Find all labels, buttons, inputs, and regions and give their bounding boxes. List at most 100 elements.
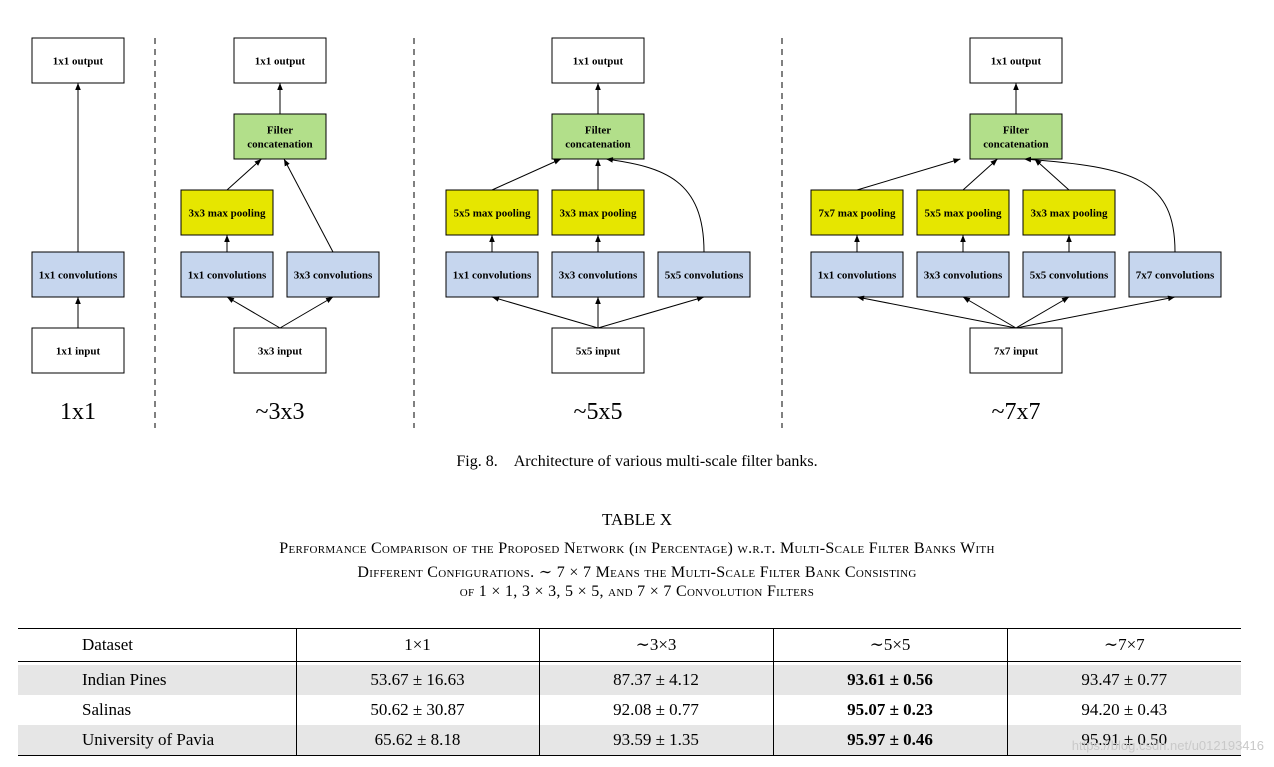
output-box: 1x1 output [31, 37, 125, 84]
figure-caption-prefix: Fig. 8. [456, 453, 498, 470]
max-pooling-box-label: 3x3 max pooling [1030, 208, 1108, 220]
table-double-rule [18, 661, 1241, 665]
max-pooling-box: 3x3 max pooling [1022, 189, 1116, 236]
max-pooling-box: 5x5 max pooling [916, 189, 1010, 236]
convolution-box: 1x1 convolutions [180, 251, 274, 298]
table-row: University of Pavia 65.62 ± 8.18 93.59 ±… [18, 725, 1241, 756]
convolution-box: 7x7 convolutions [1128, 251, 1222, 298]
convolution-box-label: 3x3 convolutions [924, 270, 1003, 282]
max-pooling-box: 7x7 max pooling [810, 189, 904, 236]
input-box: 5x5 input [551, 327, 645, 374]
max-pooling-box-label: 3x3 max pooling [188, 208, 266, 220]
filter-concatenation-box: Filter concatenation [233, 113, 327, 160]
flow-arrow [962, 158, 998, 191]
max-pooling-box-label: 3x3 max pooling [559, 208, 637, 220]
convolution-box: 5x5 convolutions [1022, 251, 1116, 298]
watermark: https://blog.csdn.net/u012193416 [1071, 738, 1264, 753]
cell-value-best: 95.97 ± 0.46 [772, 725, 1007, 756]
convolution-box: 3x3 convolutions [551, 251, 645, 298]
convolution-box: 3x3 convolutions [286, 251, 380, 298]
convolution-box-label: 1x1 convolutions [453, 270, 532, 282]
convolution-box-label: 1x1 convolutions [818, 270, 897, 282]
header-7x7: ∼7×7 [1006, 628, 1241, 662]
input-box-label: 3x3 input [258, 346, 303, 358]
cell-value: 65.62 ± 8.18 [295, 725, 539, 756]
max-pooling-box-label: 5x5 max pooling [453, 208, 531, 220]
cell-dataset: Salinas [82, 700, 132, 719]
output-box-label: 1x1 output [53, 56, 104, 68]
max-pooling-box: 3x3 max pooling [180, 189, 274, 236]
cell-dataset: Indian Pines [18, 665, 296, 695]
table-subtitle-line-2: Different Configurations. ∼ 7 × 7 Means … [357, 564, 917, 581]
flow-arrow [1015, 295, 1176, 329]
cell-value: 95.91 ± 0.50 [1006, 725, 1241, 756]
flow-arrow [226, 158, 262, 191]
filter-concatenation-box-label: Filter [585, 125, 611, 137]
flow-arrow [605, 157, 705, 253]
scale-label: ~7x7 [992, 399, 1041, 425]
results-table: Dataset 1×1 ∼3×3 ∼5×5 ∼7×7 Indian Pines … [18, 628, 1241, 756]
filter-concatenation-box-label: Filter [267, 125, 293, 137]
table-subtitle-line-3: of 1 × 1, 3 × 3, 5 × 5, and 7 × 7 Convol… [459, 583, 815, 600]
max-pooling-box: 3x3 max pooling [551, 189, 645, 236]
scale-label: ~3x3 [256, 399, 305, 425]
convolution-box: 3x3 convolutions [916, 251, 1010, 298]
cell-value: 94.20 ± 0.43 [1006, 695, 1241, 725]
header-3x3: ∼3×3 [538, 628, 773, 662]
output-box-label: 1x1 output [573, 56, 624, 68]
cell-value: 50.62 ± 30.87 [295, 695, 539, 725]
filter-concatenation-box-label: concatenation [247, 139, 312, 151]
flow-arrow [1023, 156, 1176, 253]
convolution-box-label: 5x5 convolutions [665, 270, 744, 282]
input-box: 3x3 input [233, 327, 327, 374]
flow-arrow [1034, 158, 1070, 191]
max-pooling-box: 5x5 max pooling [445, 189, 539, 236]
cell-value: 87.37 ± 4.12 [538, 665, 773, 695]
flow-arrow [1015, 296, 1070, 329]
output-box: 1x1 output [969, 37, 1063, 84]
cell-value: 92.08 ± 0.77 [538, 695, 773, 725]
convolution-box: 1x1 convolutions [31, 251, 125, 298]
flow-arrow [597, 296, 705, 329]
convolution-box-label: 7x7 convolutions [1136, 270, 1215, 282]
output-box: 1x1 output [551, 37, 645, 84]
figure-caption: Fig. 8.Architecture of various multi-sca… [0, 453, 1274, 471]
table-header-row: Dataset 1×1 ∼3×3 ∼5×5 ∼7×7 [18, 628, 1241, 662]
flow-arrow [491, 296, 599, 329]
convolution-box: 5x5 convolutions [657, 251, 751, 298]
convolution-box-label: 3x3 convolutions [294, 270, 373, 282]
flow-arrow [283, 158, 334, 253]
header-1x1: 1×1 [295, 628, 539, 662]
scale-label: 1x1 [60, 399, 96, 425]
convolution-box: 1x1 convolutions [810, 251, 904, 298]
input-box-label: 7x7 input [994, 346, 1039, 358]
panel-dividers [154, 38, 783, 428]
max-pooling-box-label: 7x7 max pooling [818, 208, 896, 220]
cell-dataset: University of Pavia [18, 725, 296, 756]
table-subtitle-line-1: Performance Comparison of the Proposed N… [279, 540, 995, 557]
input-box-label: 5x5 input [576, 346, 621, 358]
filter-bank-panel: 1x1 output 1x1 input 1x1 convolutions 1x1 [31, 37, 125, 425]
scale-label: ~5x5 [574, 399, 623, 425]
convolution-box-label: 5x5 convolutions [1030, 270, 1109, 282]
input-box-label: 1x1 input [56, 346, 101, 358]
cell-value-best: 93.61 ± 0.56 [772, 665, 1007, 695]
input-box: 7x7 input [969, 327, 1063, 374]
flow-arrow [279, 296, 334, 329]
input-box: 1x1 input [31, 327, 125, 374]
output-box: 1x1 output [233, 37, 327, 84]
table-title: TABLE X [602, 510, 672, 529]
header-5x5: ∼5×5 [772, 628, 1007, 662]
table-row: Indian Pines 53.67 ± 16.63 87.37 ± 4.12 … [18, 665, 1241, 695]
cell-value: 93.59 ± 1.35 [538, 725, 773, 756]
filter-bank-panel: 1x1 output 3x3 input 1x1 convolutions 3x3 c… [180, 37, 380, 425]
filter-concatenation-box-label: concatenation [983, 139, 1048, 151]
table-row: Salinas 50.62 ± 30.87 92.08 ± 0.77 95.07… [18, 695, 1241, 725]
output-box-label: 1x1 output [255, 56, 306, 68]
flow-arrow [856, 295, 1017, 329]
convolution-box-label: 1x1 convolutions [188, 270, 267, 282]
cell-value: 53.67 ± 16.63 [295, 665, 539, 695]
